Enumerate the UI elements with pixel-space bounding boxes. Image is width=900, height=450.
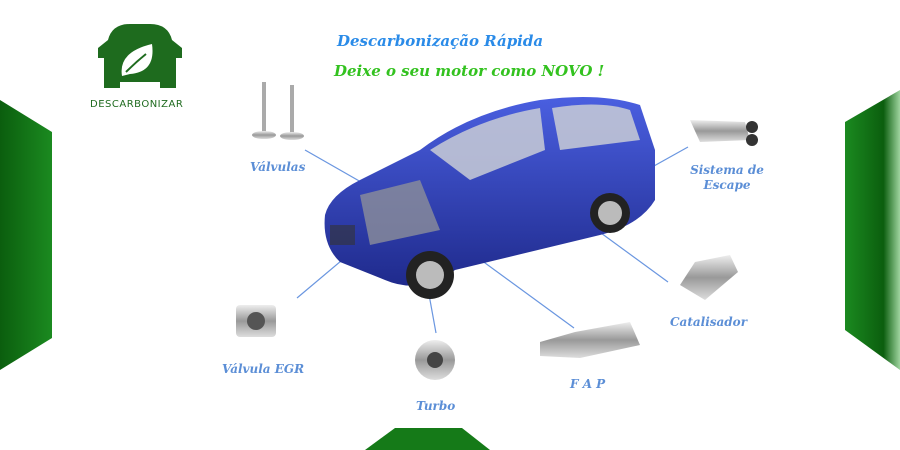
- tagline: Deixe o seu motor como NOVO !: [334, 62, 605, 80]
- valves-icon: [252, 82, 304, 140]
- turbo-icon: [415, 340, 455, 380]
- right-green-panel: [845, 90, 900, 370]
- egr-valve-icon: [236, 305, 276, 337]
- label-turbo: Turbo: [416, 399, 456, 413]
- logo-car-leaf-icon: [98, 24, 182, 88]
- headline: Descarbonização Rápida: [337, 32, 544, 50]
- label-fap: F A P: [570, 377, 606, 391]
- catalytic-converter-icon: [680, 255, 738, 300]
- logo-text: DESCARBONIZAR: [90, 99, 184, 110]
- bottom-green-panel: [365, 428, 490, 450]
- label-catalisador: Catalisador: [670, 315, 748, 329]
- left-green-panel: [0, 100, 52, 370]
- label-sistema-escape: Sistema de Escape: [690, 163, 764, 192]
- label-valvulas: Válvulas: [250, 160, 306, 174]
- label-valvula-egr: Válvula EGR: [222, 362, 305, 376]
- car-illustration: [324, 96, 655, 299]
- dpf-filter-icon: [540, 322, 640, 358]
- exhaust-icon: [690, 120, 758, 146]
